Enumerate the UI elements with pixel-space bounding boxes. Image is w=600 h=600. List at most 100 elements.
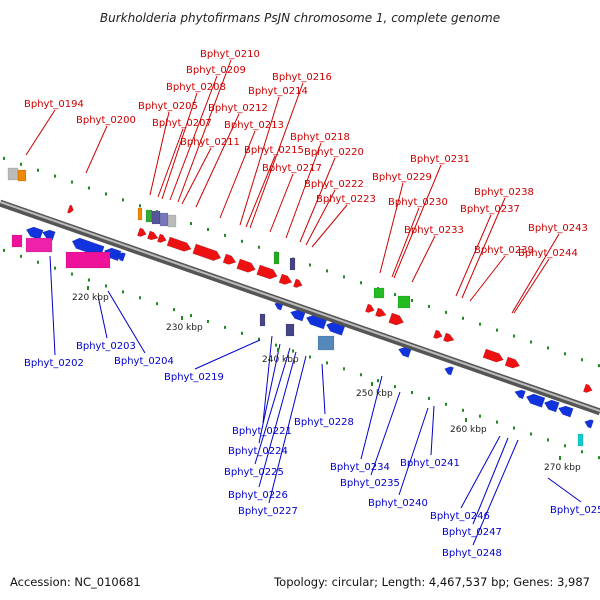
gene-label-bphyt-0241-leader-line bbox=[430, 405, 435, 456]
forward-gene-arrow-3 bbox=[157, 233, 167, 243]
track-dot-1-531 bbox=[530, 432, 532, 436]
gene-label-bphyt-0202-leader-line bbox=[49, 255, 56, 356]
track-dot-0-327 bbox=[326, 269, 328, 273]
feature-box-6 bbox=[167, 214, 177, 228]
reverse-gene-arrow-15 bbox=[584, 419, 594, 429]
gene-label-bphyt-0223-leader-line bbox=[311, 204, 348, 248]
forward-gene-arrow-12 bbox=[375, 307, 387, 318]
gene-label-bphyt-0223: Bphyt_0223 bbox=[316, 194, 376, 205]
track-dot-1-259 bbox=[258, 337, 260, 341]
gene-label-bphyt-0218: Bphyt_0218 bbox=[290, 132, 350, 143]
track-dot-0-242 bbox=[241, 239, 243, 243]
track-dot-1-123 bbox=[122, 290, 124, 294]
gene-label-bphyt-0209: Bphyt_0209 bbox=[186, 65, 246, 76]
reverse-gene-arrow-11 bbox=[514, 389, 526, 400]
track-dot-1-208 bbox=[207, 319, 209, 323]
gene-label-bphyt-0229: Bphyt_0229 bbox=[372, 172, 432, 183]
gene-label-bphyt-0224-leader-line bbox=[258, 343, 281, 444]
gene-label-bphyt-0227: Bphyt_0227 bbox=[238, 506, 298, 517]
gene-label-bphyt-0231-leader-line bbox=[393, 164, 442, 279]
gene-label-bphyt-0222: Bphyt_0222 bbox=[304, 179, 364, 190]
label-leader-lines bbox=[25, 59, 582, 546]
reverse-gene-arrow-0 bbox=[25, 226, 44, 241]
track-dot-1-548 bbox=[547, 438, 549, 442]
gene-label-bphyt-0233-leader-line bbox=[411, 235, 436, 283]
gene-label-bphyt-0213-leader-line bbox=[219, 130, 256, 219]
track-dot-0-208 bbox=[207, 227, 209, 231]
track-dot-1-310 bbox=[309, 355, 311, 359]
gene-label-bphyt-0216-leader-line bbox=[249, 82, 304, 229]
feature-box-17 bbox=[577, 433, 584, 447]
track-dot-1-463 bbox=[462, 408, 464, 412]
forward-gene-arrow-16 bbox=[482, 348, 504, 363]
gene-label-bphyt-0208: Bphyt_0208 bbox=[166, 82, 226, 93]
forward-gene-arrow-11 bbox=[365, 303, 375, 313]
gene-label-bphyt-0214: Bphyt_0214 bbox=[248, 86, 308, 97]
gene-label-bphyt-0205: Bphyt_0205 bbox=[138, 101, 198, 112]
track-dot-0-582 bbox=[581, 358, 583, 362]
track-dot-0-123 bbox=[122, 198, 124, 202]
gene-label-bphyt-0204: Bphyt_0204 bbox=[114, 356, 174, 367]
kbp-tick-label: 270 kbp bbox=[544, 463, 581, 473]
track-dot-0-497 bbox=[496, 328, 498, 332]
gene-label-bphyt-0207: Bphyt_0207 bbox=[152, 118, 212, 129]
track-dot-1-446 bbox=[445, 402, 447, 406]
gene-label-bphyt-0250-leader-line bbox=[547, 477, 582, 503]
track-dot-0-361 bbox=[360, 281, 362, 285]
track-dot-1-293 bbox=[292, 349, 294, 353]
gene-label-bphyt-0213: Bphyt_0213 bbox=[224, 120, 284, 131]
kbp-tick-label: 240 kbp bbox=[262, 355, 299, 365]
feature-box-15 bbox=[285, 323, 295, 337]
chromosome-axis bbox=[0, 199, 600, 416]
gene-label-bphyt-0239-leader-line bbox=[469, 255, 506, 302]
gene-label-bphyt-0203-leader-line bbox=[97, 295, 108, 339]
gene-label-bphyt-0212-leader-line bbox=[195, 113, 240, 208]
gene-label-bphyt-0194-leader-line bbox=[25, 109, 56, 156]
gene-label-bphyt-0207-leader-line bbox=[157, 128, 184, 198]
gene-label-bphyt-0218-leader-line bbox=[285, 142, 322, 239]
track-dot-1-89 bbox=[88, 278, 90, 282]
gene-label-bphyt-0211: Bphyt_0211 bbox=[180, 137, 240, 148]
track-dot-1-565 bbox=[564, 444, 566, 448]
track-dot-0-395 bbox=[394, 293, 396, 297]
gene-features bbox=[7, 167, 594, 447]
gene-label-bphyt-0220: Bphyt_0220 bbox=[304, 147, 364, 158]
kbp-tick-label: 250 kbp bbox=[356, 389, 393, 399]
track-dot-0-225 bbox=[224, 233, 226, 237]
feature-box-14 bbox=[259, 313, 266, 327]
gene-label-bphyt-0214-leader-line bbox=[239, 96, 280, 226]
gene-label-bphyt-0216: Bphyt_0216 bbox=[272, 72, 332, 83]
feature-box-2 bbox=[137, 207, 143, 221]
gene-label-bphyt-0235-leader-line bbox=[370, 391, 401, 476]
reverse-gene-arrow-12 bbox=[525, 393, 546, 408]
gene-label-bphyt-0226: Bphyt_0226 bbox=[228, 490, 288, 501]
track-dot-0-72 bbox=[71, 180, 73, 184]
track-dot-0-480 bbox=[479, 322, 481, 326]
gene-label-bphyt-0247: Bphyt_0247 bbox=[442, 527, 502, 538]
gene-label-bphyt-0238: Bphyt_0238 bbox=[474, 187, 534, 198]
gene-label-bphyt-0203: Bphyt_0203 bbox=[76, 341, 136, 352]
gene-label-bphyt-0238-leader-line bbox=[461, 197, 506, 299]
gene-label-bphyt-0247-leader-line bbox=[472, 437, 509, 525]
gene-label-bphyt-0209-leader-line bbox=[169, 75, 218, 201]
track-dot-1-38 bbox=[37, 260, 39, 264]
gene-label-bphyt-0225: Bphyt_0225 bbox=[224, 467, 284, 478]
accession-text: Accession: NC_010681 bbox=[10, 575, 141, 589]
track-dot-0-259 bbox=[258, 245, 260, 249]
gene-label-bphyt-0200-leader-line bbox=[85, 125, 108, 174]
gene-label-bphyt-0246-leader-line bbox=[460, 435, 501, 509]
gene-label-bphyt-0229-leader-line bbox=[379, 182, 404, 274]
track-dots bbox=[3, 156, 600, 460]
track-dot-1-514 bbox=[513, 426, 515, 430]
map-title: Burkholderia phytofirmans PsJN chromosom… bbox=[100, 11, 500, 25]
gene-label-bphyt-0194: Bphyt_0194 bbox=[24, 99, 84, 110]
gene-label-bphyt-0244: Bphyt_0244 bbox=[518, 248, 578, 259]
track-dot-1-140 bbox=[139, 296, 141, 300]
gene-label-bphyt-0243: Bphyt_0243 bbox=[528, 223, 588, 234]
gene-label-bphyt-0226-leader-line bbox=[258, 351, 297, 488]
feature-box-8 bbox=[289, 257, 296, 271]
gene-label-bphyt-0208-leader-line bbox=[161, 92, 198, 200]
gene-label-bphyt-0243-leader-line bbox=[511, 233, 560, 314]
